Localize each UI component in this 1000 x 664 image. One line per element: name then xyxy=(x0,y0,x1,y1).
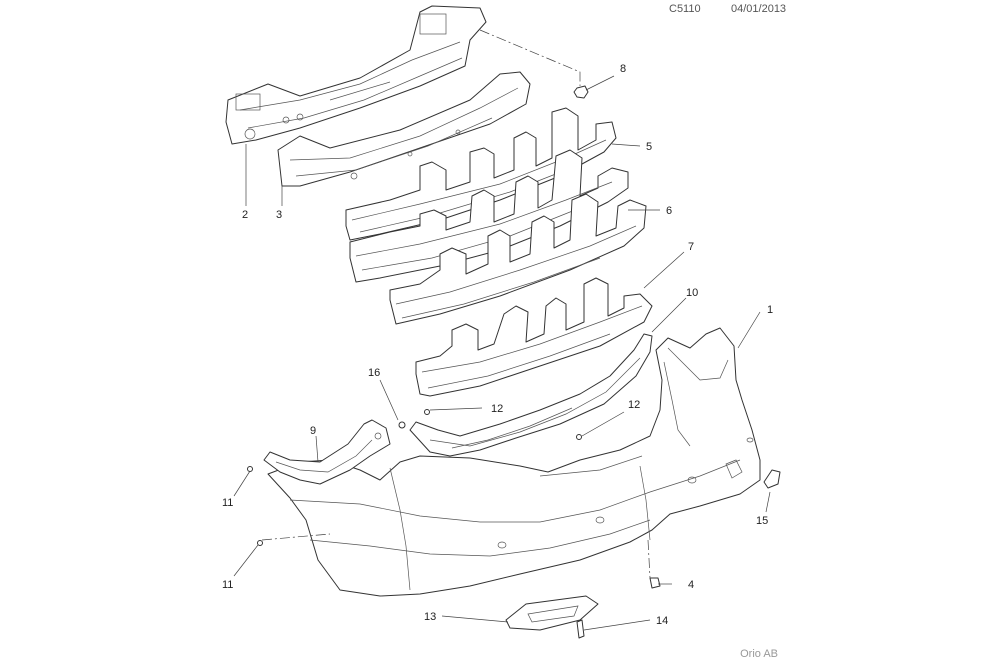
callout-1: 1 xyxy=(767,304,773,316)
leader-9 xyxy=(315,435,319,463)
callout-8: 8 xyxy=(620,63,626,75)
callout-5: 5 xyxy=(646,141,652,153)
callout-10: 10 xyxy=(686,287,698,299)
leader-16 xyxy=(379,379,399,421)
callout-12a: 12 xyxy=(491,403,503,415)
part-16-clip[interactable] xyxy=(398,421,406,429)
leader-11a xyxy=(233,470,251,497)
part-8-nut[interactable] xyxy=(573,85,589,99)
callout-11b: 11 xyxy=(222,579,233,591)
fastener-12b[interactable] xyxy=(576,434,582,440)
leader-11b xyxy=(233,544,259,577)
part-4-screw[interactable] xyxy=(649,577,661,589)
part-9-left-bracket[interactable] xyxy=(263,419,391,485)
callout-3: 3 xyxy=(276,209,282,221)
part-1-bumper-fascia[interactable] xyxy=(267,327,761,597)
leader-15 xyxy=(765,491,771,513)
part-13-exhaust-trim[interactable] xyxy=(505,595,599,631)
callout-14: 14 xyxy=(656,615,668,627)
callout-2: 2 xyxy=(242,209,248,221)
leader-1 xyxy=(737,311,761,349)
leader-13 xyxy=(441,615,509,623)
callout-9: 9 xyxy=(310,425,316,437)
brand-footer: Orio AB xyxy=(740,648,778,660)
part-7-energy-absorber[interactable] xyxy=(389,193,647,325)
callout-4: 4 xyxy=(688,579,694,591)
callout-13: 13 xyxy=(424,611,436,623)
part-6-energy-absorber[interactable] xyxy=(349,149,629,283)
drawing-code: C5110 xyxy=(669,3,701,15)
part-3-absorber-carrier[interactable] xyxy=(277,71,531,187)
callout-7: 7 xyxy=(688,241,694,253)
leader-8 xyxy=(585,75,615,91)
fastener-11b[interactable] xyxy=(257,540,263,546)
part-14-screw[interactable] xyxy=(576,619,585,639)
assembly-line-8 xyxy=(479,29,581,86)
leader-12a xyxy=(429,407,483,411)
leader-12b xyxy=(581,411,625,437)
assembly-line-4 xyxy=(647,539,651,579)
leader-14 xyxy=(583,619,651,631)
part-12-center-bracket[interactable] xyxy=(409,333,653,457)
part-2-reinforcement-beam[interactable] xyxy=(225,5,487,145)
callout-12b: 12 xyxy=(628,399,640,411)
callout-6: 6 xyxy=(666,205,672,217)
callout-16: 16 xyxy=(368,367,380,379)
fastener-11a[interactable] xyxy=(247,466,253,472)
part-15-cover-cap[interactable] xyxy=(763,469,781,489)
fastener-12a[interactable] xyxy=(424,409,430,415)
leader-10 xyxy=(651,297,687,333)
part-10-lower-absorber[interactable] xyxy=(415,277,653,397)
assembly-line-11b xyxy=(261,533,331,541)
leader-5 xyxy=(611,143,641,147)
drawing-date: 04/01/2013 xyxy=(731,3,787,15)
leader-7 xyxy=(643,251,685,289)
callout-15: 15 xyxy=(756,515,768,527)
callout-11a: 11 xyxy=(222,497,233,509)
